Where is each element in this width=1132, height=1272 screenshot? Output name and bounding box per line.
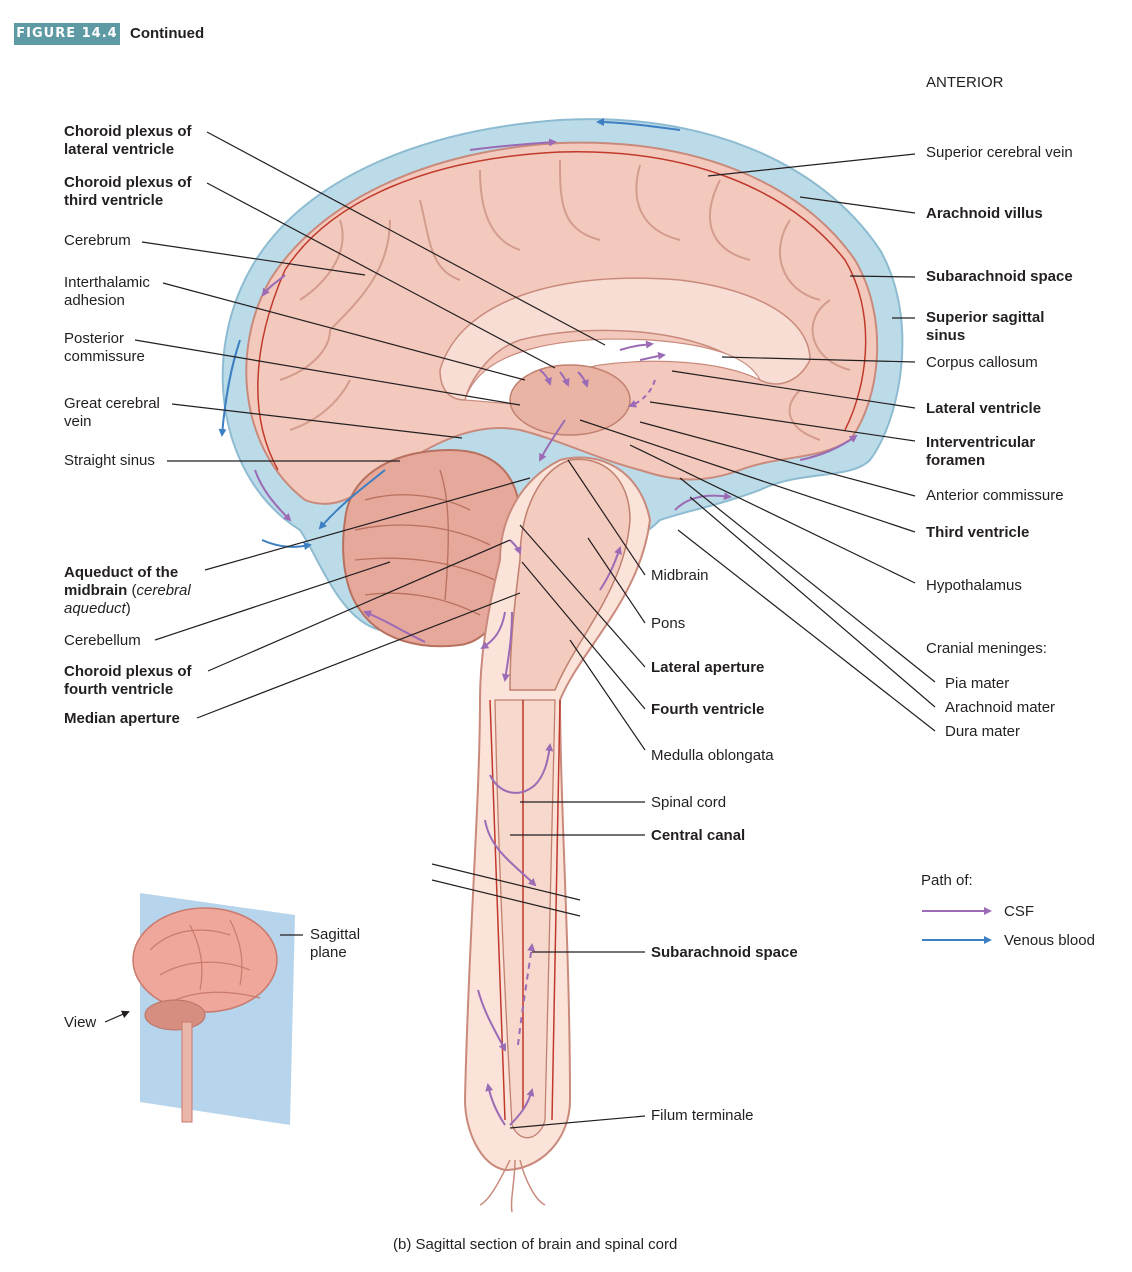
- label-lateral-aperture: Lateral aperture: [651, 659, 765, 676]
- label-corpus-callosum: Corpus callosum: [926, 354, 1038, 371]
- cut-line-2: [431, 879, 581, 917]
- inset-brain: [132, 907, 278, 1013]
- label-third-ventricle: Third ventricle: [926, 524, 1030, 541]
- figure-continued-label: Continued: [130, 25, 205, 42]
- label-dura-mater: Dura mater: [945, 723, 1021, 740]
- leader-view: [104, 1010, 130, 1023]
- brainstem-shape: [509, 458, 631, 691]
- label-view: View: [64, 1014, 97, 1031]
- figure-caption: (b) Sagittal section of brain and spinal…: [393, 1236, 678, 1253]
- legend-title: Path of:: [921, 872, 973, 889]
- thalamus-shape: [509, 364, 631, 436]
- label-cerebrum: Cerebrum: [64, 232, 131, 249]
- cut-line-1: [431, 863, 581, 901]
- gyri-lines: [279, 159, 851, 441]
- csf-flow-arrows: [254, 138, 858, 1126]
- inset-spinal-cord: [181, 1021, 193, 1123]
- label-subarachnoid-space-upper: Subarachnoid space: [926, 268, 1073, 285]
- leader-lines-left: [134, 131, 606, 719]
- label-central-canal: Central canal: [651, 827, 746, 844]
- label-midbrain: Midbrain: [651, 567, 709, 584]
- label-superior-cerebral-vein: Superior cerebral vein: [926, 144, 1073, 161]
- cerebellum-folia: [354, 469, 496, 616]
- label-pia-mater: Pia mater: [945, 675, 1010, 692]
- orientation-label: ANTERIOR: [926, 74, 1004, 91]
- leader-lines-center: [509, 459, 646, 1129]
- legend-csf-label: CSF: [1004, 903, 1034, 920]
- label-lateral-ventricle: Lateral ventricle: [926, 400, 1042, 417]
- legend-venous-label: Venous blood: [1004, 932, 1095, 949]
- label-hypothalamus: Hypothalamus: [926, 577, 1022, 594]
- label-cerebellum: Cerebellum: [64, 632, 141, 649]
- label-medulla-oblongata: Medulla oblongata: [651, 747, 774, 764]
- inset-cerebellum: [144, 999, 206, 1031]
- label-median-aperture: Median aperture: [64, 710, 180, 727]
- legend: [922, 907, 992, 944]
- label-anterior-commissure: Anterior commissure: [926, 487, 1064, 504]
- label-pons: Pons: [651, 615, 686, 632]
- label-arachnoid-villus: Arachnoid villus: [926, 205, 1043, 222]
- brain-vessels: [257, 150, 867, 471]
- inset-sagittal-view: [132, 893, 295, 1125]
- corpus-callosum-shape: [439, 277, 811, 401]
- label-arachnoid-mater: Arachnoid mater: [945, 699, 1056, 716]
- leader-lines-right: [579, 153, 936, 732]
- label-filum-terminale: Filum terminale: [651, 1107, 754, 1124]
- label-spinal-cord: Spinal cord: [651, 794, 727, 811]
- label-fourth-ventricle: Fourth ventricle: [651, 701, 765, 718]
- label-straight-sinus: Straight sinus: [64, 452, 155, 469]
- figure-number-tag: FIGURE 14.4: [14, 23, 120, 45]
- label-aqueduct-midbrain: Aqueduct of the midbrain (cerebral aqued…: [64, 564, 191, 617]
- filum-terminale-strands: [479, 1159, 546, 1213]
- label-subarachnoid-space-lower: Subarachnoid space: [651, 944, 798, 961]
- label-cranial-meninges: Cranial meninges:: [926, 640, 1047, 657]
